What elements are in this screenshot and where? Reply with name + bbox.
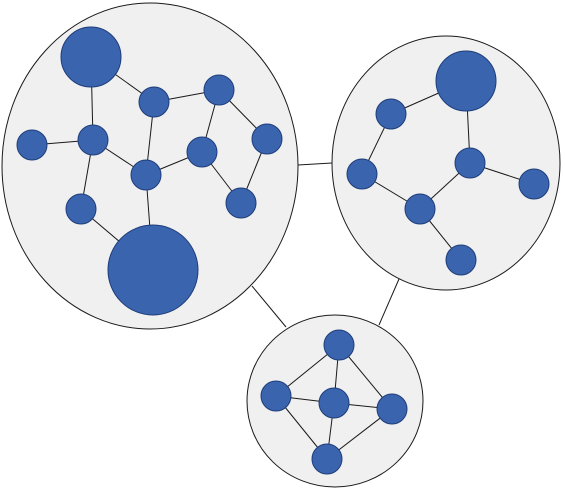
node-c1-f (130, 159, 162, 191)
large-node-c1-a (60, 26, 122, 88)
node-c2-b (375, 98, 407, 130)
node-c1-i (65, 193, 97, 225)
node-c1-g (186, 136, 218, 168)
node-c3-a (323, 329, 355, 361)
node-c2-g (445, 244, 477, 276)
inter-cluster-link-c1-c2 (297, 162, 333, 166)
node-c1-d (16, 129, 48, 161)
node-c3-d (376, 393, 408, 425)
cluster-c2 (331, 35, 561, 291)
node-c1-h (251, 123, 283, 155)
node-c3-e (311, 443, 343, 475)
cluster-c3 (246, 314, 424, 488)
node-c1-c (203, 74, 235, 106)
inter-cluster-link-c1-c3 (251, 285, 287, 328)
node-c2-e (518, 168, 550, 200)
cluster-c1 (1, 2, 299, 330)
node-c2-c (346, 158, 378, 190)
inter-cluster-link-c2-c3 (378, 278, 400, 326)
node-c3-c (318, 387, 350, 419)
node-c1-j (225, 187, 257, 219)
node-c1-b (138, 86, 170, 118)
large-node-c1-k (107, 224, 199, 316)
node-c2-f (404, 193, 436, 225)
node-c3-b (260, 380, 292, 412)
large-node-c2-a (435, 50, 497, 112)
node-c2-d (454, 147, 486, 179)
node-c1-e (77, 124, 109, 156)
